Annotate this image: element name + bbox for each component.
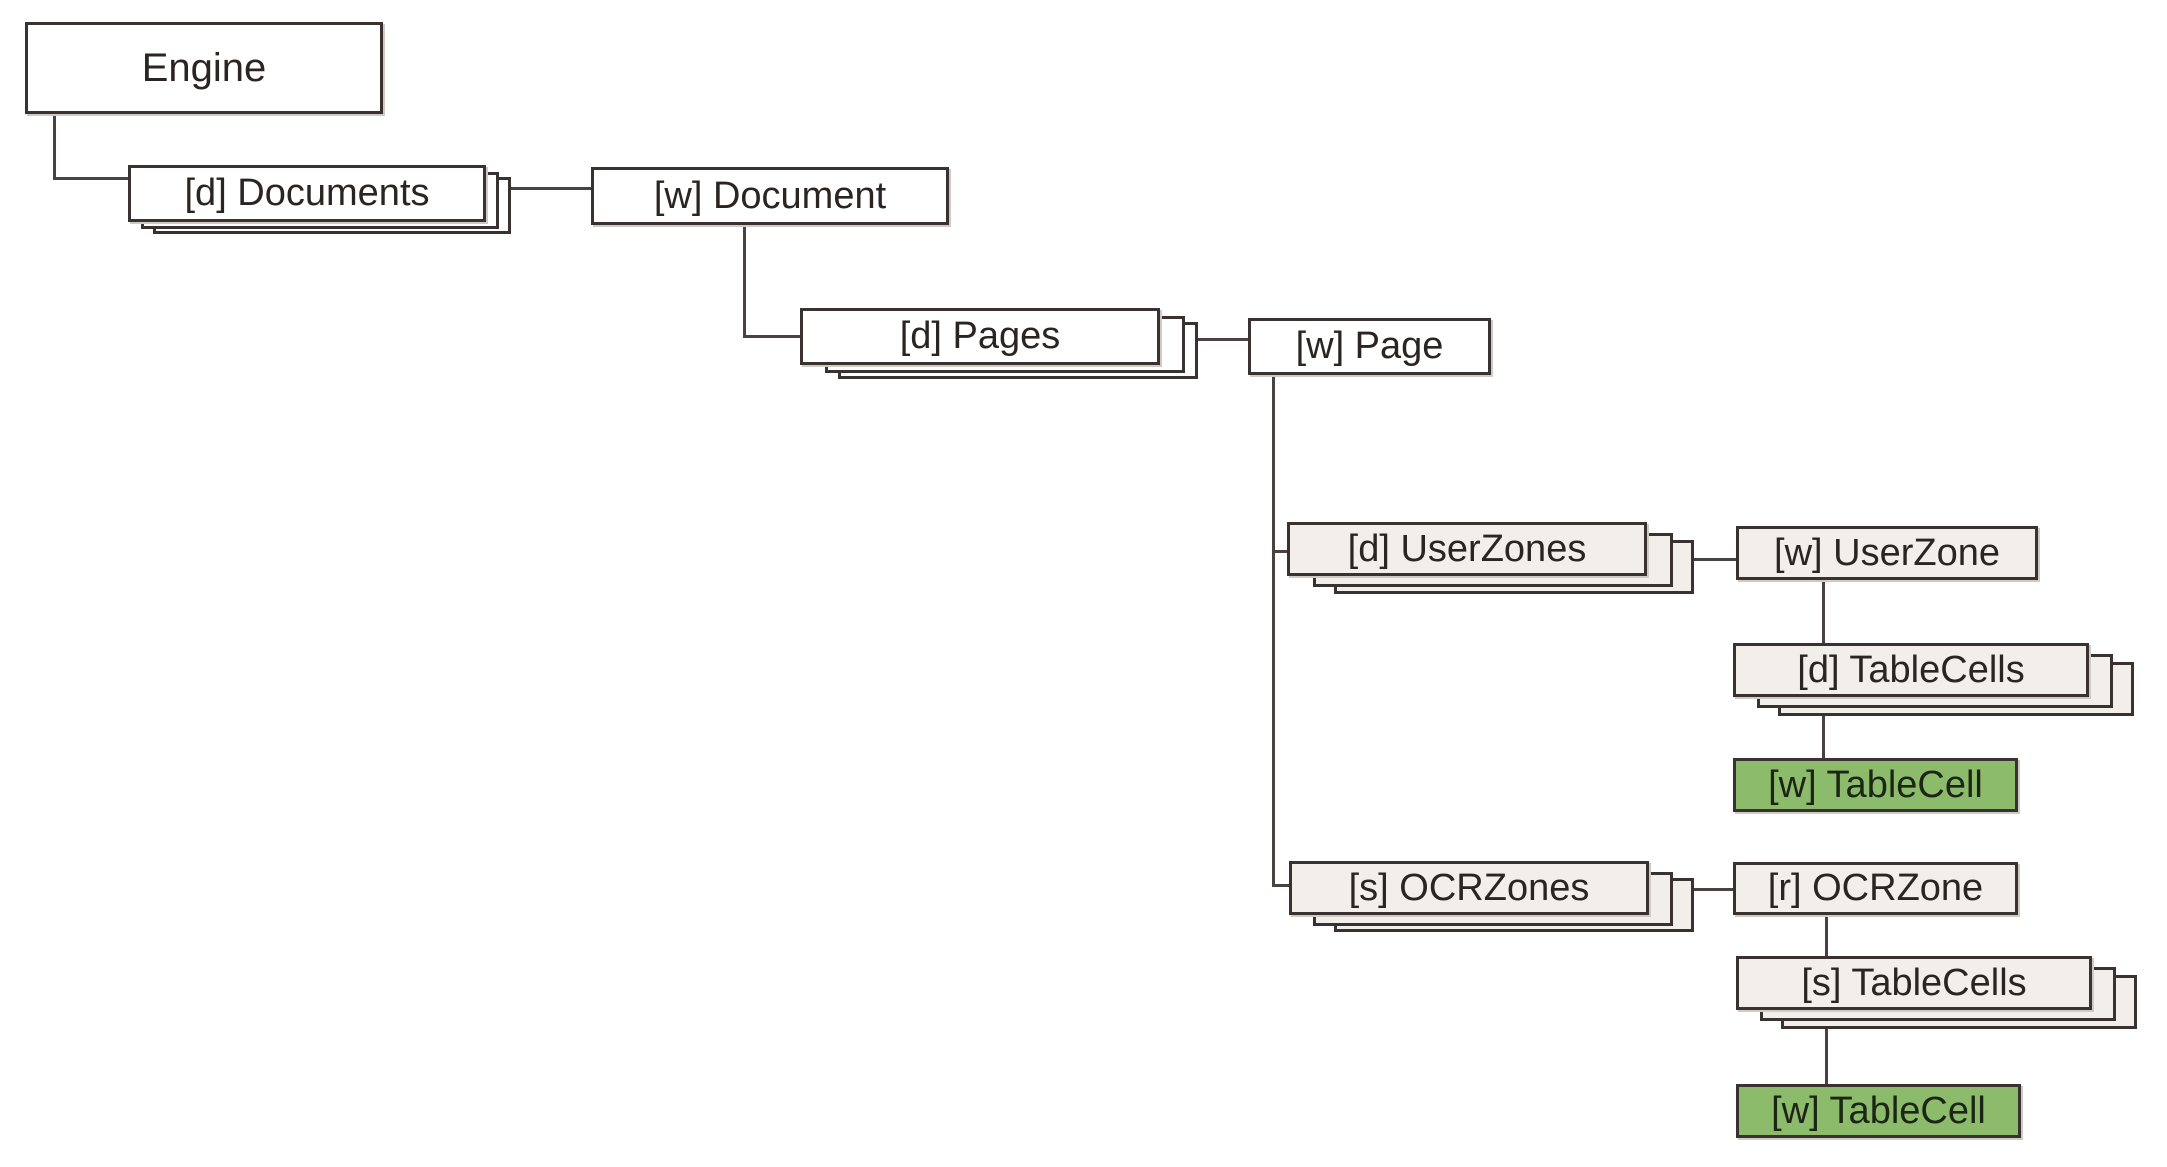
node-tablecells-d-label: [d] TableCells <box>1797 648 2025 691</box>
node-tablecells-s: [s] TableCells <box>1736 956 2092 1010</box>
node-page-label: [w] Page <box>1295 325 1444 367</box>
node-documents-label: [d] Documents <box>184 172 430 214</box>
node-tablecells-d: [d] TableCells <box>1733 643 2089 697</box>
node-tablecell-user-label: [w] TableCell <box>1768 763 1983 806</box>
node-tablecells-s-label: [s] TableCells <box>1801 961 2027 1004</box>
connector-ocrzones-ocrzone <box>1692 888 1738 891</box>
node-tablecell-user: [w] TableCell <box>1733 758 2018 812</box>
node-document-label: [w] Document <box>653 174 887 217</box>
connector-engine-documents-h <box>53 177 131 180</box>
node-ocrzone: [r] OCRZone <box>1733 862 2018 915</box>
node-userzones: [d] UserZones <box>1287 522 1647 576</box>
node-tablecell-ocr: [w] TableCell <box>1736 1084 2021 1138</box>
connector-pages-page <box>1195 338 1251 341</box>
connector-userzones-userzone <box>1690 558 1740 561</box>
connector-document-pages-v <box>743 223 746 338</box>
connector-tablecells-tablecell-ocr <box>1825 1028 1828 1086</box>
node-engine: Engine <box>25 22 383 114</box>
node-ocrzone-label: [r] OCRZone <box>1767 867 1984 909</box>
node-userzone-label: [w] UserZone <box>1774 531 2000 574</box>
node-pages: [d] Pages <box>800 308 1160 365</box>
node-document: [w] Document <box>591 167 949 225</box>
node-tablecell-ocr-label: [w] TableCell <box>1771 1089 1986 1132</box>
node-documents: [d] Documents <box>128 165 486 222</box>
node-page: [w] Page <box>1248 318 1491 375</box>
connector-userzone-tablecells <box>1822 580 1825 646</box>
connector-document-pages-h <box>743 335 803 338</box>
connector-page-userzones <box>1272 550 1292 553</box>
connector-ocrzone-tablecells <box>1825 912 1828 959</box>
connector-page-trunk <box>1272 375 1275 887</box>
node-ocrzones: [s] OCRZones <box>1289 861 1649 915</box>
connector-tablecells-tablecell <box>1822 715 1825 761</box>
node-userzone: [w] UserZone <box>1736 526 2038 580</box>
connector-page-ocrzones <box>1272 884 1292 887</box>
node-pages-label: [d] Pages <box>899 315 1061 357</box>
connector-documents-document <box>508 187 594 190</box>
node-ocrzones-label: [s] OCRZones <box>1348 866 1590 909</box>
connector-engine-documents-v <box>53 112 56 180</box>
node-userzones-label: [d] UserZones <box>1347 527 1587 570</box>
node-engine-label: Engine <box>141 45 267 90</box>
